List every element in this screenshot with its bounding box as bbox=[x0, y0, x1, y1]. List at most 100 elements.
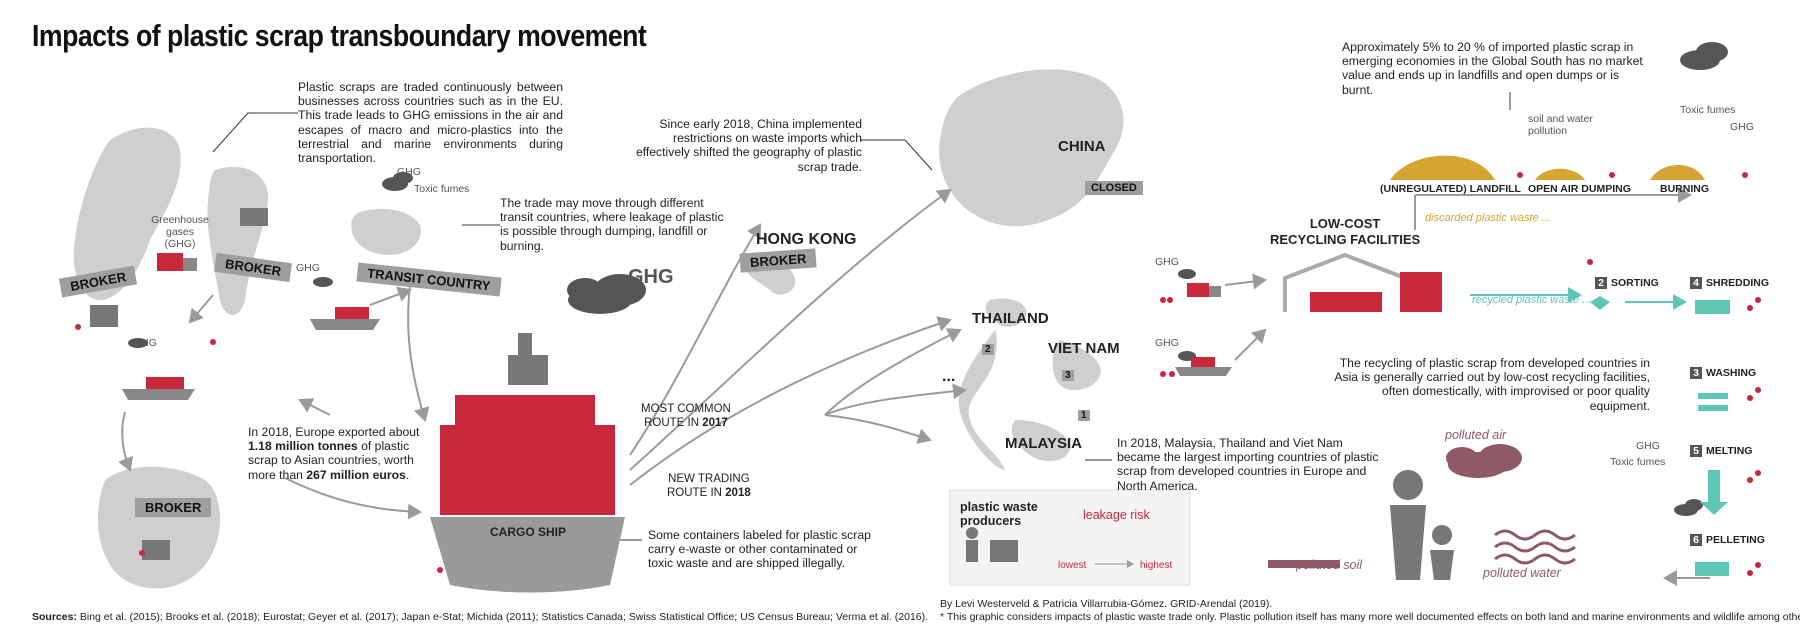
label-ghg-truck: GHG bbox=[1155, 256, 1179, 268]
export-text-pre: In 2018, Europe exported about bbox=[248, 425, 420, 439]
label-ghg-ship: GHG bbox=[133, 337, 157, 349]
rank-badge-malaysia: 1 bbox=[1078, 410, 1090, 421]
recycled-flow-arrow bbox=[1470, 287, 1687, 310]
route-2018-line-2: ROUTE IN bbox=[667, 487, 722, 499]
step-sorting: 2 SORTING bbox=[1595, 277, 1659, 289]
page-title: Impacts of plastic scrap transboundary m… bbox=[32, 18, 647, 53]
step-melting-number: 5 bbox=[1690, 445, 1702, 457]
step-pelleting-number: 6 bbox=[1690, 534, 1702, 546]
people-figures bbox=[1390, 470, 1454, 580]
small-ships bbox=[122, 307, 1232, 400]
label-ghg-boat: GHG bbox=[1155, 337, 1179, 349]
label-ghg-burning: GHG bbox=[1730, 121, 1754, 133]
label-toxic-fumes-transit: Toxic fumes bbox=[414, 183, 470, 195]
waste-disposal-mounds bbox=[1390, 155, 1705, 180]
legend-lowest: lowest bbox=[1058, 560, 1087, 571]
asia-countries bbox=[744, 69, 1124, 470]
step-sorting-label: SORTING bbox=[1611, 277, 1659, 289]
label-toxic-fumes-burning: Toxic fumes bbox=[1680, 104, 1736, 116]
rank-badge-thailand: 2 bbox=[982, 344, 994, 355]
legend-producers: plastic waste producers bbox=[960, 500, 1038, 528]
label-ghg-large: GHG bbox=[628, 266, 674, 288]
note-export: In 2018, Europe exported about 1.18 mill… bbox=[248, 425, 420, 482]
ghg-clouds bbox=[128, 42, 1728, 516]
note-containers: Some containers labeled for plastic scra… bbox=[648, 528, 871, 571]
label-landfill: (UNREGULATED) LANDFILL bbox=[1380, 183, 1521, 195]
step-pelleting-label: PELLETING bbox=[1706, 534, 1765, 546]
label-polluted-air: polluted air bbox=[1445, 428, 1507, 442]
route-label-2018: NEW TRADING ROUTE IN 2018 bbox=[667, 472, 751, 500]
step-shredding-number: 4 bbox=[1690, 277, 1702, 289]
sources-label: Sources: bbox=[32, 611, 77, 623]
label-cargo-ship: CARGO SHIP bbox=[490, 525, 567, 539]
legend-leakage-risk: leakage risk bbox=[1083, 508, 1150, 522]
step-washing: 3 WASHING bbox=[1690, 367, 1756, 379]
label-ghg-transit: GHG bbox=[397, 166, 421, 178]
low-cost-line-2: RECYCLING FACILITIES bbox=[1270, 232, 1421, 247]
route-label-2017: MOST COMMON ROUTE IN 2017 bbox=[641, 402, 731, 430]
label-open-air-dumping: OPEN AIR DUMPING bbox=[1528, 183, 1631, 195]
step-pelleting: 6 PELLETING bbox=[1690, 534, 1765, 546]
note-china: Since early 2018, China implemented rest… bbox=[635, 117, 862, 174]
step-shredding: 4 SHREDDING bbox=[1690, 277, 1769, 289]
europe-countries bbox=[73, 127, 421, 589]
legend-icons bbox=[966, 527, 1018, 562]
route-2017-line-1: MOST COMMON bbox=[641, 403, 731, 415]
step-shredding-label: SHREDDING bbox=[1706, 277, 1770, 289]
step-melting: 5 MELTING bbox=[1690, 445, 1752, 457]
sources-line: Sources: Bing et al. (2015); Brooks et a… bbox=[32, 611, 928, 623]
leader-lines bbox=[212, 92, 1511, 541]
legend-box bbox=[949, 489, 1191, 586]
route-2017-year: 2017 bbox=[702, 417, 728, 429]
route-2018-year: 2018 bbox=[725, 487, 751, 499]
route-2017-line-2: ROUTE IN bbox=[644, 417, 700, 429]
polluted-water bbox=[1494, 529, 1576, 565]
recycling-process-icons bbox=[1590, 296, 1730, 576]
recycling-facility bbox=[1283, 252, 1442, 312]
label-hong-kong: HONG KONG bbox=[756, 231, 857, 248]
step-washing-label: WASHING bbox=[1706, 367, 1757, 379]
credit-line: By Levi Westerveld & Patricia Villarrubi… bbox=[940, 598, 1273, 610]
note-recycling: The recycling of plastic scrap from deve… bbox=[1334, 356, 1650, 413]
label-china: CHINA bbox=[1058, 138, 1106, 155]
flow-arrows bbox=[118, 187, 1710, 586]
export-value: 267 million euros bbox=[306, 467, 406, 482]
label-polluted-water: polluted water bbox=[1483, 566, 1561, 580]
rank-badge-viet-nam: 3 bbox=[1062, 370, 1074, 381]
label-greenhouse-gases: Greenhouse gases (GHG) bbox=[151, 214, 209, 250]
cargo-ship bbox=[430, 333, 625, 593]
trucks bbox=[157, 253, 1221, 297]
export-text-mid: of plastic scrap to Asian countries, wor… bbox=[248, 439, 414, 482]
closed-badge: CLOSED bbox=[1085, 181, 1143, 195]
low-cost-line-1: LOW-COST bbox=[1309, 216, 1381, 231]
step-washing-number: 3 bbox=[1690, 367, 1702, 379]
note-importers: In 2018, Malaysia, Thailand and Viet Nam… bbox=[1117, 436, 1379, 493]
legend-highest: highest bbox=[1140, 560, 1173, 571]
label-thailand: THAILAND bbox=[972, 310, 1049, 327]
label-toxic-fumes-melting: Toxic fumes bbox=[1610, 456, 1666, 468]
factories bbox=[90, 208, 268, 560]
polluted-soil-patch bbox=[1268, 560, 1340, 568]
export-amount: 1.18 million tonnes bbox=[248, 439, 358, 454]
label-malaysia: MALAYSIA bbox=[1005, 435, 1082, 452]
label-ghg-transit-ship: GHG bbox=[296, 262, 320, 274]
label-discarded-waste: discarded plastic waste ... bbox=[1425, 212, 1551, 224]
step-melting-label: MELTING bbox=[1706, 445, 1753, 457]
sources-text: Bing et al. (2015); Brooks et al. (2018)… bbox=[79, 611, 929, 623]
label-ghg-melting: GHG bbox=[1636, 440, 1660, 452]
polluted-air-cloud bbox=[1446, 444, 1522, 478]
label-soil-water-pollution: soil and water pollution bbox=[1528, 113, 1593, 137]
label-burning: BURNING bbox=[1660, 183, 1709, 195]
label-ellipsis: ... bbox=[942, 368, 956, 385]
note-eu-trade: Plastic scraps are traded continuously b… bbox=[298, 80, 563, 166]
note-transit: The trade may move through different tra… bbox=[500, 196, 724, 253]
broker-label-3: BROKER bbox=[135, 498, 212, 517]
label-low-cost-facilities: LOW-COST RECYCLING FACILITIES bbox=[1270, 216, 1420, 248]
label-recycled-waste: recycled plastic waste ... bbox=[1472, 294, 1592, 306]
step-sorting-number: 2 bbox=[1595, 277, 1607, 289]
label-viet-nam: VIET NAM bbox=[1048, 340, 1120, 357]
route-2018-line-1: NEW TRADING bbox=[668, 473, 750, 485]
disclaimer-line: * This graphic considers impacts of plas… bbox=[940, 611, 1800, 623]
label-polluted-soil: polluted soil bbox=[1296, 558, 1363, 572]
